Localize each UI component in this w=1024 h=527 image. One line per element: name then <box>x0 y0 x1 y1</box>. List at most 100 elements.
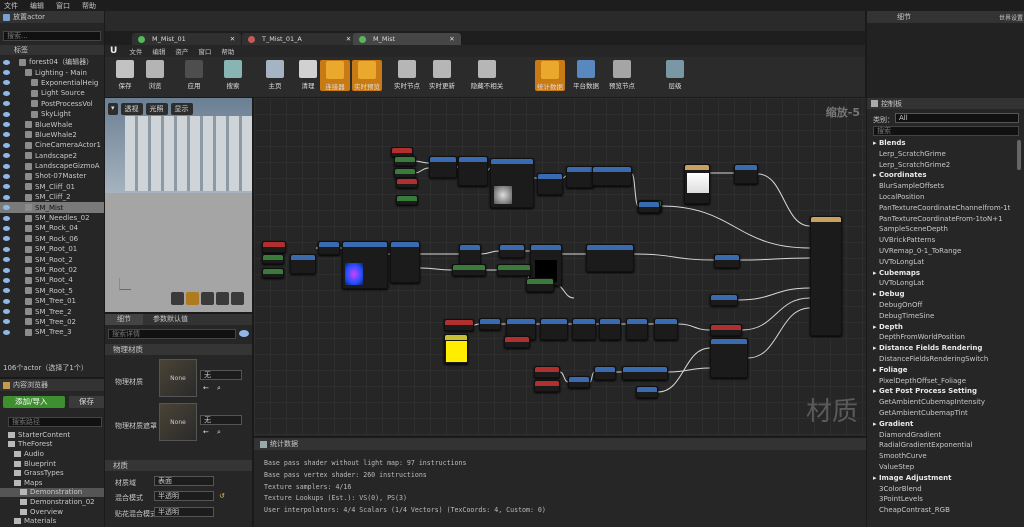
eye-icon[interactable] <box>3 236 10 242</box>
toolbar-save-button[interactable]: 保存 <box>110 60 140 90</box>
viewport-show-button[interactable]: 显示 <box>170 103 193 115</box>
graph-node[interactable] <box>810 216 842 336</box>
preview-mesh-button[interactable] <box>231 292 244 305</box>
palette-category[interactable]: ▸ Blends <box>873 139 906 147</box>
graph-node[interactable] <box>534 366 560 378</box>
palette-item[interactable]: PanTextureCoordinateChannelfrom-1t <box>879 203 1011 212</box>
domain-dropdown[interactable]: 表面 <box>154 476 214 486</box>
eye-icon[interactable] <box>3 257 10 263</box>
graph-node[interactable] <box>459 244 481 266</box>
eye-icon[interactable] <box>3 288 10 294</box>
viewport-lit-button[interactable]: 光照 <box>145 103 168 115</box>
top-menu-window[interactable]: 窗口 <box>56 1 70 10</box>
outliner-item[interactable]: SM_Root_4 <box>0 275 104 285</box>
eye-icon[interactable] <box>3 319 10 325</box>
outliner-item[interactable]: SM_Cliff_2 <box>0 192 104 202</box>
folder-item[interactable]: Blueprint <box>0 459 104 469</box>
top-menu-help[interactable]: 帮助 <box>82 1 96 10</box>
blend-dropdown[interactable]: 半透明 <box>154 491 214 501</box>
add-import-button[interactable]: 添加/导入 <box>3 396 65 408</box>
graph-node[interactable] <box>636 386 658 398</box>
toolbar-connectors-button[interactable]: 连接器 <box>320 60 350 91</box>
palette-search-input[interactable]: 搜索 <box>873 126 1019 136</box>
graph-node[interactable] <box>710 294 738 306</box>
palette-item[interactable]: DebugOnOff <box>879 300 923 309</box>
outliner-item[interactable]: SM_Root_02 <box>0 265 104 275</box>
graph-node[interactable] <box>444 319 474 331</box>
folder-item[interactable]: Overview <box>0 507 104 517</box>
outliner-item[interactable]: LandscapeGizmoA <box>0 161 104 171</box>
save-all-button[interactable]: 保存 <box>69 396 104 408</box>
palette-item[interactable]: LocalPosition <box>879 192 925 201</box>
eye-icon[interactable] <box>3 122 10 128</box>
graph-node[interactable] <box>499 244 525 258</box>
folder-item[interactable]: GrassTypes <box>0 468 104 478</box>
eye-icon[interactable] <box>3 329 10 335</box>
palette-category[interactable]: ▸ Foliage <box>873 365 908 374</box>
toolbar-stats-button[interactable]: 统计数据 <box>535 60 565 91</box>
section-physical-material[interactable]: 物理材质 <box>105 344 252 355</box>
eye-icon[interactable] <box>3 70 10 76</box>
palette-item[interactable]: UVToLongLat <box>879 257 925 266</box>
graph-node[interactable] <box>396 195 418 205</box>
graph-node[interactable] <box>394 168 416 178</box>
toolbar-preview-node-button[interactable]: 预览节点 <box>607 60 637 90</box>
outliner-item[interactable]: CineCameraActor1 <box>0 140 104 150</box>
eye-icon[interactable] <box>3 80 10 86</box>
outliner-item[interactable]: SM_Root_01 <box>0 244 104 254</box>
outliner-item[interactable]: SM_Tree_2 <box>0 306 104 316</box>
outliner-search-input[interactable]: 搜索... <box>3 31 101 41</box>
phys-material-use-arrow-icon[interactable]: ← <box>203 384 209 392</box>
graph-node[interactable] <box>540 318 568 340</box>
graph-node[interactable] <box>592 166 632 186</box>
eye-icon[interactable] <box>3 267 10 273</box>
graph-node[interactable] <box>262 254 284 264</box>
folder-item[interactable]: TheForest <box>0 440 104 450</box>
graph-node[interactable] <box>262 268 284 278</box>
outliner-item[interactable]: SM_Mist <box>0 202 104 213</box>
palette-item[interactable]: UVToLongLat <box>879 279 925 288</box>
palette-category[interactable]: ▸ Cubemaps <box>873 268 921 277</box>
preview-cube-button[interactable] <box>216 292 229 305</box>
palette-tab[interactable]: 控制板 <box>867 98 1024 109</box>
stats-tab[interactable]: 统计数据 <box>254 438 866 450</box>
eye-icon[interactable] <box>3 194 10 200</box>
graph-node[interactable] <box>566 166 594 188</box>
content-search-input[interactable]: 搜索路径 <box>8 417 102 427</box>
content-browser-tab[interactable]: 内容浏览器 <box>0 379 104 391</box>
graph-node[interactable] <box>526 278 554 292</box>
graph-node[interactable] <box>497 264 531 276</box>
palette-item[interactable]: DebugTimeSine <box>879 311 935 320</box>
phys-material-browse-icon[interactable]: ⌕ <box>217 384 221 392</box>
close-icon[interactable]: ✕ <box>449 35 455 43</box>
menu-file[interactable]: 文件 <box>129 48 143 56</box>
palette-item[interactable]: GetAmbientCubemapIntensity <box>879 398 986 407</box>
toolbar-clean-button[interactable]: 清理 <box>293 60 323 90</box>
phys-mask-browse-icon[interactable]: ⌕ <box>217 428 221 436</box>
outliner-item[interactable]: SM_Needles_02 <box>0 213 104 223</box>
palette-item[interactable]: CheapContrast_RGB <box>879 506 950 515</box>
graph-node[interactable] <box>504 336 530 348</box>
menu-asset[interactable]: 资产 <box>175 48 189 56</box>
toolbar-apply-button[interactable]: 应用 <box>179 60 209 90</box>
details-search-input[interactable]: 搜索详情 <box>108 329 236 339</box>
outliner-item[interactable]: Light Source <box>0 88 104 98</box>
palette-item[interactable]: Lerp_ScratchGrime2 <box>879 160 951 169</box>
graph-node[interactable] <box>626 318 648 340</box>
close-icon[interactable]: ✕ <box>345 35 352 43</box>
palette-item[interactable]: RadialGradientExponential <box>879 441 973 450</box>
toolbar-hierarchy-button[interactable]: 层级 <box>660 60 690 90</box>
palette-item[interactable]: PanTextureCoordinateFrom-1toN+1 <box>879 214 1003 223</box>
outliner-item[interactable]: SkyLight <box>0 109 104 119</box>
outliner-item[interactable]: SM_Cliff_01 <box>0 182 104 192</box>
toolbar-live-update-button[interactable]: 实时更新 <box>427 60 457 90</box>
eye-icon[interactable] <box>3 59 10 65</box>
eye-icon[interactable] <box>3 225 10 231</box>
palette-item[interactable]: SampleSceneDepth <box>879 225 948 234</box>
menu-edit[interactable]: 编辑 <box>152 48 166 56</box>
graph-node[interactable] <box>290 254 316 274</box>
eye-icon[interactable] <box>3 215 10 221</box>
palette-item[interactable]: 3PointLevels <box>879 495 923 504</box>
palette-scrollbar[interactable] <box>1017 140 1021 170</box>
eye-icon[interactable] <box>3 163 10 169</box>
